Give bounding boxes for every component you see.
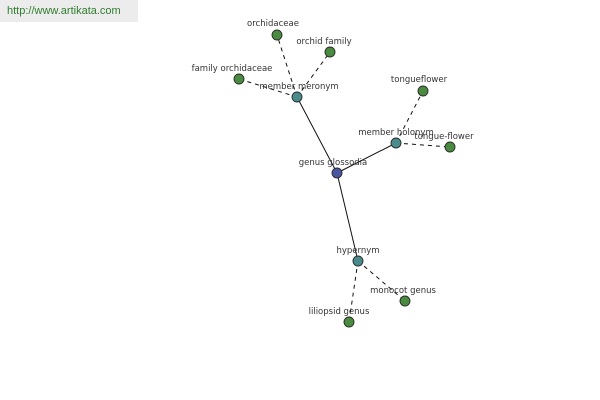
edge-meronym-orchidaceae xyxy=(276,34,298,98)
edge-center-meronym xyxy=(296,96,338,174)
edge-holonym-tongueflower xyxy=(395,90,424,144)
node-holonym[interactable] xyxy=(390,137,402,149)
label-family-orchidaceae[interactable]: family orchidaceae xyxy=(192,64,273,74)
edge-hypernym-monocot-genus xyxy=(357,260,406,302)
edge-center-holonym xyxy=(336,142,397,174)
graph-labels: orchidaceae orchid family family orchidace… xyxy=(192,19,475,317)
node-meronym[interactable] xyxy=(291,91,303,103)
node-tongueflower[interactable] xyxy=(417,85,429,97)
label-meronym[interactable]: member meronym xyxy=(259,82,338,92)
label-tongueflower[interactable]: tongueflower xyxy=(391,75,448,85)
node-orchidaceae[interactable] xyxy=(271,29,283,41)
label-hypernym[interactable]: hypernym xyxy=(336,246,379,256)
edge-meronym-family-orchidaceae xyxy=(238,78,298,98)
graph-nodes xyxy=(233,29,456,328)
node-orchid-family[interactable] xyxy=(324,46,336,58)
node-tongue-flower[interactable] xyxy=(444,141,456,153)
node-hypernym[interactable] xyxy=(352,255,364,267)
label-liliopsid-genus[interactable]: liliopsid genus xyxy=(309,307,370,317)
label-tongue-flower[interactable]: tongue-flower xyxy=(414,132,474,142)
node-family-orchidaceae[interactable] xyxy=(233,73,245,85)
node-center[interactable] xyxy=(331,167,343,179)
edge-center-hypernym xyxy=(336,172,359,262)
label-center[interactable]: genus glossodia xyxy=(299,158,368,168)
label-monocot-genus[interactable]: monocot genus xyxy=(370,286,436,296)
edge-holonym-tongue-flower xyxy=(395,142,451,148)
node-liliopsid-genus[interactable] xyxy=(343,316,355,328)
edge-meronym-orchid-family xyxy=(296,51,331,98)
watermark-url: http://www.artikata.com xyxy=(0,0,138,22)
label-orchidaceae[interactable]: orchidaceae xyxy=(247,19,299,29)
graph-edges xyxy=(238,34,451,323)
edge-hypernym-liliopsid-genus xyxy=(348,260,359,323)
label-holonym[interactable]: member holonym xyxy=(358,128,433,138)
node-monocot-genus[interactable] xyxy=(399,295,411,307)
label-orchid-family[interactable]: orchid family xyxy=(296,37,351,47)
